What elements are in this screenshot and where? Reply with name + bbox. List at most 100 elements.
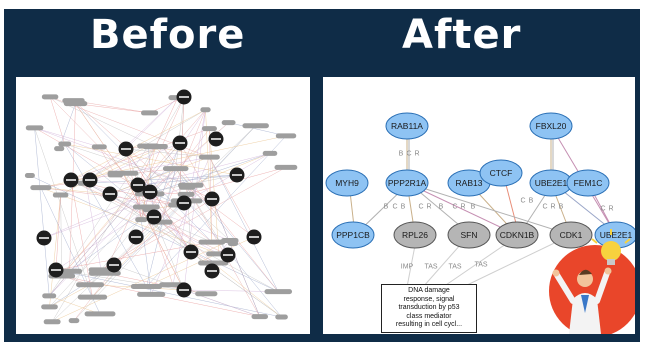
- before-node-label-blur: [66, 179, 76, 181]
- node-label: UBE2E1: [600, 230, 633, 240]
- gene-node-ctcf[interactable]: CTCF: [479, 159, 523, 187]
- before-node-label-blur: [133, 184, 143, 186]
- before-edge: [49, 191, 151, 297]
- gene-node-cdk1[interactable]: CDK1: [549, 221, 593, 249]
- before-node-small: [88, 267, 114, 273]
- before-node-small: [30, 185, 52, 191]
- before-node-small: [142, 144, 168, 150]
- before-edge: [183, 289, 279, 292]
- before-edge: [186, 187, 255, 238]
- before-edge: [29, 175, 279, 292]
- before-edge: [60, 195, 63, 277]
- before-node-label-blur: [39, 237, 49, 239]
- before-node-label-blur: [51, 269, 61, 271]
- edge-type-label: B: [471, 204, 476, 211]
- gene-node-fbxl20[interactable]: FBXL20: [529, 112, 573, 140]
- edge-type-label: C: [600, 206, 605, 213]
- before-node-small: [177, 191, 195, 197]
- before-node-label-blur: [145, 191, 155, 193]
- before-node-label-blur: [175, 142, 185, 144]
- before-edge: [64, 143, 191, 186]
- before-node-small: [275, 133, 297, 139]
- gene-node-ppp1cb[interactable]: PPP1CB: [331, 221, 375, 249]
- before-node-label-blur: [223, 254, 233, 256]
- gene-node-sfn[interactable]: SFN: [447, 221, 491, 249]
- go-term-annotation: DNA damage response, signal transduction…: [381, 284, 477, 333]
- node-label: SFN: [461, 230, 478, 240]
- before-node-small: [201, 126, 217, 132]
- before-edge: [34, 127, 191, 186]
- before-edge: [49, 96, 214, 264]
- before-edge: [64, 143, 147, 287]
- before-node-label-blur: [186, 251, 196, 253]
- edge-type-label: R: [426, 204, 431, 211]
- before-node-label-blur: [131, 236, 141, 238]
- gene-node-myh9[interactable]: MYH9: [325, 169, 369, 197]
- before-edge: [40, 187, 101, 314]
- evidence-code-label: TAS: [474, 262, 487, 269]
- before-node-small: [141, 110, 159, 116]
- before-edge: [55, 269, 282, 318]
- gene-node-ppp2r1a[interactable]: PPP2R1A: [385, 169, 429, 197]
- edge-type-label: B: [384, 204, 389, 211]
- before-node-label-blur: [207, 198, 217, 200]
- gene-node-fem1c[interactable]: FEM1C: [566, 169, 610, 197]
- before-node-label-blur: [232, 174, 242, 176]
- before-edge: [40, 135, 287, 188]
- before-node-label-blur: [149, 216, 159, 218]
- excited-person-icon: [549, 229, 635, 334]
- before-node-label-blur: [249, 236, 259, 238]
- edge-type-label: B: [559, 204, 564, 211]
- before-edge: [73, 100, 124, 174]
- gene-node-ube2e1[interactable]: UBE2E1: [529, 169, 573, 197]
- edge-type-label: C: [520, 198, 525, 205]
- edge-type-label: R: [460, 204, 465, 211]
- before-edge: [149, 153, 271, 195]
- before-node-small: [198, 260, 229, 266]
- before-edge: [172, 109, 206, 285]
- before-edge: [183, 153, 271, 204]
- edge-type-label: C: [392, 204, 397, 211]
- node-label: PPP2R1A: [388, 178, 427, 188]
- after-edge: [406, 182, 572, 236]
- before-edge: [34, 127, 100, 148]
- before-edge: [205, 109, 213, 243]
- before-edge: [125, 97, 178, 150]
- before-node-label-blur: [85, 179, 95, 181]
- before-edge: [209, 128, 220, 254]
- before-node-label-blur: [109, 264, 119, 266]
- before-node-small: [221, 238, 239, 244]
- before-edge: [153, 142, 181, 218]
- before-node-small: [43, 319, 61, 325]
- edge-type-label: C: [452, 204, 457, 211]
- edge-type-label: B: [529, 198, 534, 205]
- before-edge: [209, 128, 213, 243]
- edge-type-label: B: [401, 204, 406, 211]
- before-node-small: [275, 314, 288, 320]
- before-edge: [70, 179, 93, 298]
- before-edge: [209, 157, 279, 292]
- before-node-small: [25, 125, 44, 131]
- gene-node-rab13[interactable]: RAB13: [447, 169, 491, 197]
- gene-node-cdkn1b[interactable]: CDKN1B: [495, 221, 539, 249]
- evidence-code-label: TAS: [448, 264, 461, 271]
- before-edge: [34, 127, 93, 298]
- before-node-small: [76, 282, 105, 288]
- gene-node-rpl26[interactable]: RPL26: [393, 221, 437, 249]
- title-after: After: [402, 12, 522, 58]
- before-edge: [85, 142, 181, 184]
- before-node-small: [274, 164, 298, 170]
- before-edge: [100, 167, 287, 271]
- before-node-small: [42, 293, 57, 299]
- before-edge: [61, 184, 139, 277]
- before-edges: [29, 96, 287, 323]
- edge-type-label: C: [406, 151, 411, 158]
- before-edge: [179, 142, 213, 200]
- before-edge: [186, 200, 230, 241]
- gene-node-rab11a[interactable]: RAB11A: [385, 112, 429, 140]
- before-node-label-blur: [207, 270, 217, 272]
- node-label: RPL26: [402, 230, 428, 240]
- before-node-small: [162, 166, 189, 172]
- before-node-small: [68, 318, 80, 324]
